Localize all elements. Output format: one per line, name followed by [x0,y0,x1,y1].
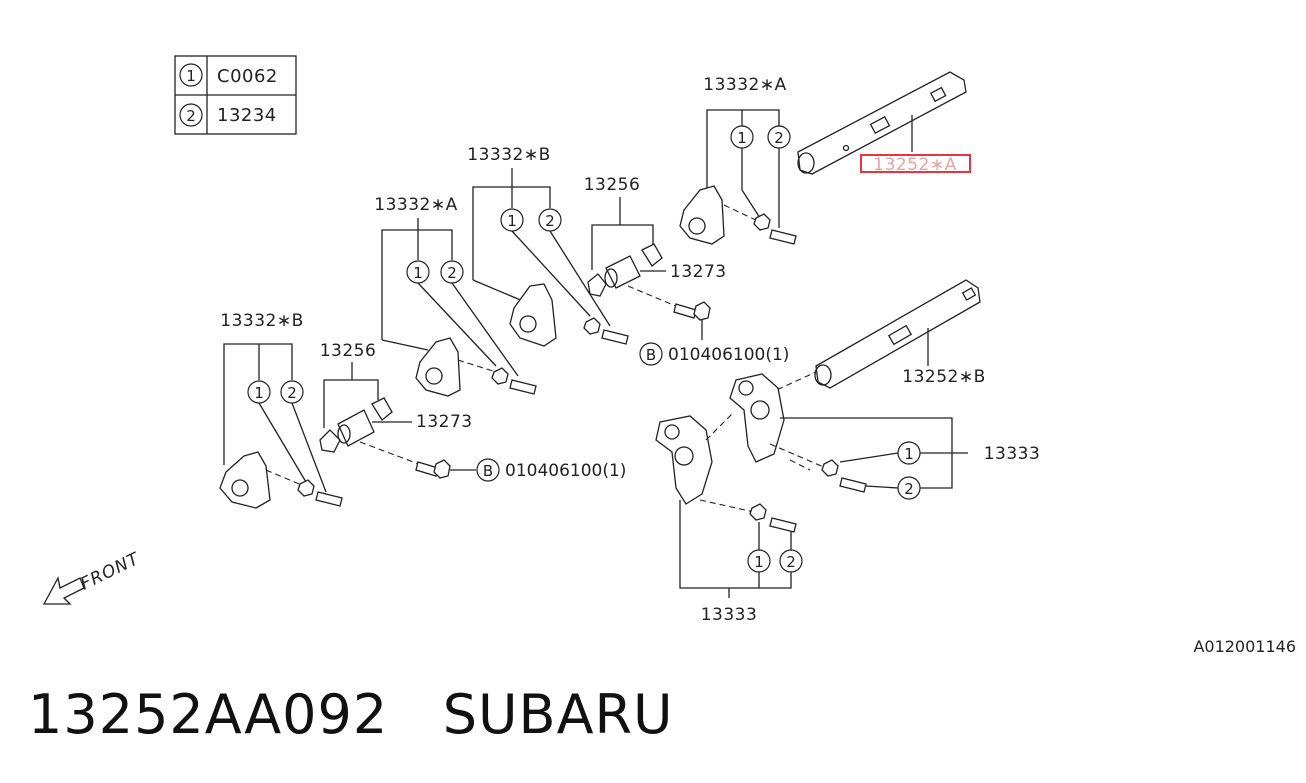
marker-1-text: 1 [904,445,914,463]
washer-icon [641,243,663,267]
washer-icon [319,429,341,453]
callout-13332-b-left: 13332∗B [220,311,304,331]
shim-icon [337,409,375,447]
front-indicator: FRONT [42,549,143,605]
footer-part-number: 13252AA092 [28,683,389,746]
group-rocker-mid-b: 13332∗B 1 2 [467,145,629,347]
marker-2 [767,125,791,149]
callout-13273-top: 13273 [670,262,727,282]
marker-1-text: 1 [507,212,517,230]
rocker-shaft-a: 13252∗A [797,71,971,175]
marker-1 [247,380,271,404]
front-arrow-icon [42,576,85,605]
marker-1-text: 1 [737,129,747,147]
adjust-screw-icon [509,379,537,395]
rocker-arm-icon [679,185,725,245]
marker-2-text: 2 [786,553,796,571]
marker-b-text: B [646,346,656,364]
legend-marker-1-text: 1 [186,67,196,85]
marker-2-text: 2 [447,264,457,282]
callout-13332-b-mid: 13332∗B [467,145,551,165]
marker-1 [500,208,524,232]
legend-code-2: 13234 [217,105,277,126]
nut-icon [821,459,839,477]
marker-2-text: 2 [287,384,297,402]
callout-13256-left: 13256 [320,341,377,361]
washer-icon [587,273,607,297]
callout-13333-bottom: 13333 [701,605,758,625]
group-rocker-left-b: 13332∗B 1 2 [219,311,343,509]
marker-1-text: 1 [754,553,764,571]
marker-2 [538,208,562,232]
parts-diagram: 1 C0062 2 13234 13332∗A 1 2 13252∗A [42,55,1296,656]
marker-2-text: 2 [904,480,914,498]
rocker-arm-icon [219,451,271,509]
adjust-screw-icon [769,229,797,245]
adjust-screw-icon [315,491,343,507]
group-rocker-mid-a: 13332∗A 1 2 [374,195,537,397]
bolt-icon [673,303,697,319]
rocker-arm-icon [415,337,461,397]
marker-b [476,458,500,482]
nut-icon [491,367,509,385]
marker-2 [280,380,304,404]
callout-13252-a[interactable]: 13252∗A [873,155,956,175]
nut-icon [583,317,601,335]
callout-bolt-top: 010406100(1) [668,345,789,365]
adjust-screw-icon [839,477,867,493]
legend-marker-2-text: 2 [186,107,196,125]
rocker-shaft-b: 13252∗B [749,279,986,403]
marker-2-text: 2 [545,212,555,230]
legend-marker-2 [179,103,203,127]
nut-icon [753,213,771,231]
group-washer-shim-left: 13256 13273 B 010406100(1) [319,341,626,482]
bolt-icon [415,461,439,477]
footer-brand: SUBARU [442,683,674,746]
legend-marker-1 [179,63,203,87]
marker-1 [730,125,754,149]
washer-icon [371,397,393,421]
marker-1 [406,260,430,284]
marker-1-text: 1 [254,384,264,402]
marker-2-text: 2 [774,129,784,147]
nut-icon [297,479,315,497]
marker-2 [440,260,464,284]
marker-b [639,342,663,366]
front-label: FRONT [77,549,143,595]
legend-code-1: C0062 [217,66,278,87]
group-washer-shim-top: 13256 13273 B 010406100(1) [584,175,789,366]
callout-13332-a-upper: 13332∗A [703,75,786,95]
rocker-arm-icon [509,283,557,347]
callout-13256-top: 13256 [584,175,641,195]
footer-title: 13252AA092 SUBARU [28,683,674,746]
highlight-box[interactable] [860,154,971,173]
marker-b-text: B [483,462,493,480]
callout-13273-left: 13273 [416,412,473,432]
legend-table: 1 C0062 2 13234 [174,55,297,135]
group-rocker-upper-right: 13332∗A 1 2 [679,75,797,245]
shim-icon [605,255,641,289]
callout-bolt-left: 010406100(1) [505,461,626,481]
group-rocker-right: 13333 1 2 [729,373,1041,500]
callout-13333-right: 13333 [984,444,1041,464]
group-rocker-bottom: 13333 1 2 [655,411,803,625]
rocker-arm-icon [655,415,713,505]
callout-13332-a-mid: 13332∗A [374,195,457,215]
adjust-screw-icon [601,329,629,345]
nut-icon [749,503,767,521]
figure-code: A012001146 [1193,637,1296,656]
callout-13252-b: 13252∗B [902,367,986,387]
marker-1-text: 1 [413,264,423,282]
adjust-screw-icon [769,517,797,533]
